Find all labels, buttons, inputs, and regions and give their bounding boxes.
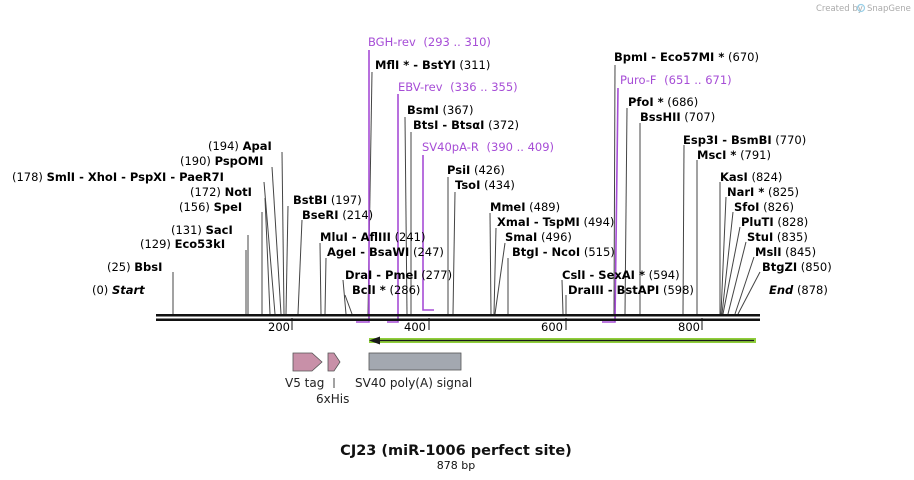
- restriction-site-label[interactable]: KasI (824): [720, 170, 782, 184]
- restriction-site-label[interactable]: XmaI - TspMI (494): [497, 215, 614, 229]
- restriction-site-label[interactable]: MscI * (791): [697, 148, 771, 162]
- primer-label[interactable]: Puro-F (651 .. 671): [620, 73, 732, 87]
- tick-label: 600: [541, 320, 563, 334]
- restriction-site-label[interactable]: (131) SacI: [171, 223, 233, 237]
- restriction-site-label[interactable]: (172) NotI: [190, 185, 252, 199]
- restriction-site-label[interactable]: NarI * (825): [727, 185, 799, 199]
- restriction-site-label[interactable]: BtsI - BtsαI (372): [413, 118, 519, 132]
- restriction-site-label[interactable]: BtgZI (850): [762, 260, 832, 274]
- restriction-site-label[interactable]: (194) ApaI: [208, 139, 272, 153]
- tick-label: 200: [268, 320, 290, 334]
- restriction-site-label[interactable]: MflI * - BstYI (311): [375, 58, 490, 72]
- restriction-site-label[interactable]: BseRI (214): [302, 208, 373, 222]
- restriction-site-label[interactable]: BtgI - NcoI (515): [512, 245, 615, 259]
- restriction-site-label[interactable]: DraI - PmeI (277): [345, 268, 452, 282]
- map-title: CJ23 (miR-1006 perfect site): [340, 443, 572, 459]
- restriction-site-label[interactable]: SmaI (496): [505, 230, 572, 244]
- restriction-site-label[interactable]: DraIII - BstAPI (598): [568, 283, 694, 297]
- feature-label: SV40 poly(A) signal: [355, 376, 472, 390]
- restriction-site-label[interactable]: PsiI (426): [447, 163, 505, 177]
- restriction-site-label[interactable]: (178) SmlI - XhoI - PspXI - PaeR7I: [12, 170, 224, 184]
- orf-arrow[interactable]: [369, 336, 756, 345]
- restriction-site-label[interactable]: BsmI (367): [407, 103, 473, 117]
- primer-markers: [356, 50, 619, 323]
- sv40-polya-feature[interactable]: [368, 352, 462, 371]
- 6xhis-arrow[interactable]: [327, 352, 341, 372]
- v5-tag-arrow[interactable]: [292, 352, 323, 372]
- feature-label: 6xHis: [316, 392, 349, 406]
- restriction-site-label[interactable]: MslI (845): [755, 245, 816, 259]
- sequence-start-label: (0) Start: [92, 283, 145, 297]
- restriction-site-label[interactable]: (25) BbsI: [107, 260, 162, 274]
- primer-label[interactable]: SV40pA-R (390 .. 409): [422, 140, 554, 154]
- restriction-site-label[interactable]: PluTI (828): [741, 215, 808, 229]
- restriction-site-label[interactable]: TsoI (434): [455, 178, 515, 192]
- restriction-site-label[interactable]: CslI - SexAI * (594): [562, 268, 680, 282]
- sequence-end-label: End (878): [769, 283, 828, 297]
- tick-label: 400: [404, 320, 426, 334]
- restriction-site-label[interactable]: MluI - AflIII (241): [320, 230, 426, 244]
- site-connectors: [172, 64, 761, 315]
- restriction-site-label[interactable]: (129) Eco53kI: [140, 237, 225, 251]
- map-length: 878 bp: [437, 459, 475, 472]
- restriction-site-label[interactable]: PfoI * (686): [628, 95, 698, 109]
- backbone-bottom-strand: [156, 318, 760, 321]
- restriction-site-label[interactable]: BstBI (197): [293, 193, 362, 207]
- credit-brand: SnapGene: [867, 4, 911, 14]
- restriction-site-label[interactable]: BpmI - Eco57MI * (670): [614, 50, 759, 64]
- restriction-site-label[interactable]: (190) PspOMI: [180, 154, 263, 168]
- restriction-site-label[interactable]: Esp3I - BsmBI (770): [683, 133, 806, 147]
- primer-label[interactable]: BGH-rev (293 .. 310): [368, 35, 491, 49]
- backbone-top-strand: [156, 314, 760, 317]
- restriction-site-label[interactable]: BssHII (707): [640, 110, 715, 124]
- restriction-site-label[interactable]: MmeI (489): [490, 200, 560, 214]
- ruler-ticks: [291, 318, 703, 330]
- restriction-site-label[interactable]: StuI (835): [747, 230, 808, 244]
- snapgene-logo-icon: [856, 3, 866, 13]
- feature-label: V5 tag: [285, 376, 324, 390]
- credit-text: Created by: [816, 4, 863, 14]
- primer-label[interactable]: EBV-rev (336 .. 355): [398, 80, 518, 94]
- restriction-site-label[interactable]: AgeI - BsaWI (247): [327, 245, 444, 259]
- restriction-site-label[interactable]: BclI * (286): [352, 283, 420, 297]
- tick-label: 800: [678, 320, 700, 334]
- restriction-site-label[interactable]: (156) SpeI: [179, 200, 242, 214]
- restriction-site-label[interactable]: SfoI (826): [734, 200, 794, 214]
